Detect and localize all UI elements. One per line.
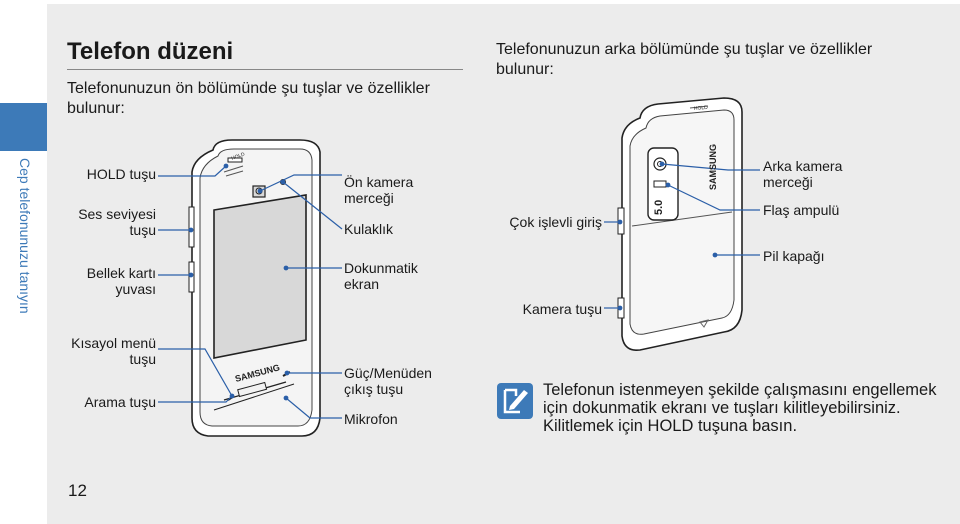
note-icon [497,383,533,419]
label-battery-cover: Pil kapağı [763,248,825,264]
page-title: Telefon düzeni [67,38,234,65]
label-camera-key: Kamera tuşu [522,301,602,317]
camera-mp-mark: 5.0 [653,200,665,215]
label-search-key: Arama tuşu [84,394,156,410]
front-intro-text: Telefonunuzun ön bölümünde şu tuşlar ve … [67,80,430,117]
section-tab-label: Cep telefonunuzu tanıyın [17,158,33,314]
back-intro-text: Telefonunuzun arka bölümünde şu tuşlar v… [496,41,873,78]
label-power-key: Güç/Menüden çıkış tuşu [344,365,432,397]
back-hold-mark: HOLD [694,105,709,112]
label-earpiece: Kulaklık [344,221,394,237]
label-multi-jack: Çok işlevli giriş [509,214,602,230]
back-phone-illustration [617,97,743,352]
label-touchscreen: Dokunmatik ekran [344,260,418,292]
title-divider [67,69,463,70]
front-phone-illustration [188,139,321,437]
page-number: 12 [68,481,87,500]
label-memory-slot: Bellek kartı yuvası [86,265,156,297]
label-front-camera: Ön kamera merceği [344,174,414,206]
label-volume-key: Ses seviyesi tuşu [78,206,156,238]
leader-dots [188,161,718,401]
back-brand-mark: SAMSUNG [708,144,718,190]
label-microphone: Mikrofon [344,411,398,427]
label-rear-camera: Arka kamera merceği [763,158,843,190]
label-hold-key: HOLD tuşu [86,166,156,182]
leader-lines [158,163,760,419]
note-text: Telefonun istenmeyen şekilde çalışmasını… [543,381,937,435]
front-hold-mark: HOLD [231,151,246,162]
label-shortcut-key: Kısayol menü tuşu [71,335,156,367]
label-flash: Flaş ampulü [763,202,840,218]
section-tab-marker [0,103,47,151]
